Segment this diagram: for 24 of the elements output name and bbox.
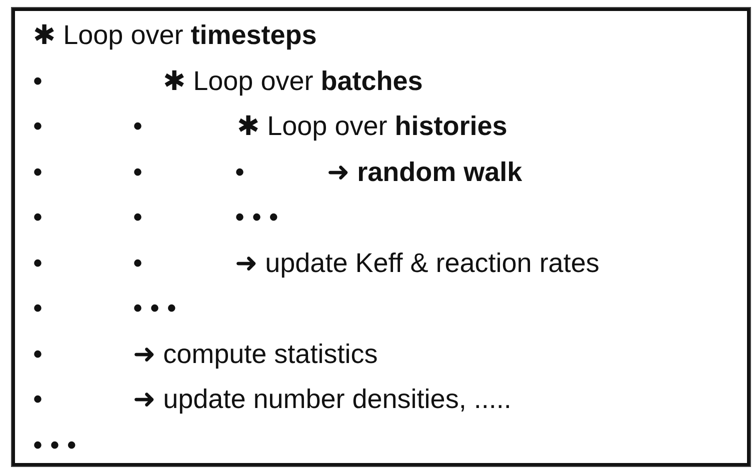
bullet-mark: • • •: [33, 428, 76, 460]
bullet-mark: • • •: [235, 201, 278, 233]
bullet-mark: •: [133, 110, 142, 142]
list-item-text: ✱ Loop over batches: [163, 64, 423, 96]
bullet-mark: • • •: [133, 292, 176, 324]
bullet-mark: •: [33, 383, 42, 415]
bullet-mark: •: [33, 64, 42, 96]
bullet-mark: •: [33, 201, 42, 233]
bullet-mark: •: [33, 110, 42, 142]
list-item-text: ➜ update Keff & reaction rates: [235, 246, 600, 278]
bullet-mark: •: [33, 292, 42, 324]
list-item-text: ➜ compute statistics: [133, 338, 378, 370]
list-item-text: ✱ Loop over histories: [237, 110, 508, 142]
list-item-text: ➜ random walk: [327, 156, 522, 188]
list-item-text: ✱ Loop over timesteps: [33, 19, 317, 51]
bullet-mark: •: [235, 156, 244, 188]
bullet-mark: •: [133, 201, 142, 233]
bullet-mark: •: [133, 156, 142, 188]
bullet-mark: •: [33, 338, 42, 370]
bullet-mark: •: [33, 246, 42, 278]
bullet-mark: •: [33, 156, 42, 188]
frame-box: [12, 8, 750, 466]
list-item-text: ➜ update number densities, .....: [133, 383, 512, 415]
bullet-mark: •: [133, 246, 142, 278]
